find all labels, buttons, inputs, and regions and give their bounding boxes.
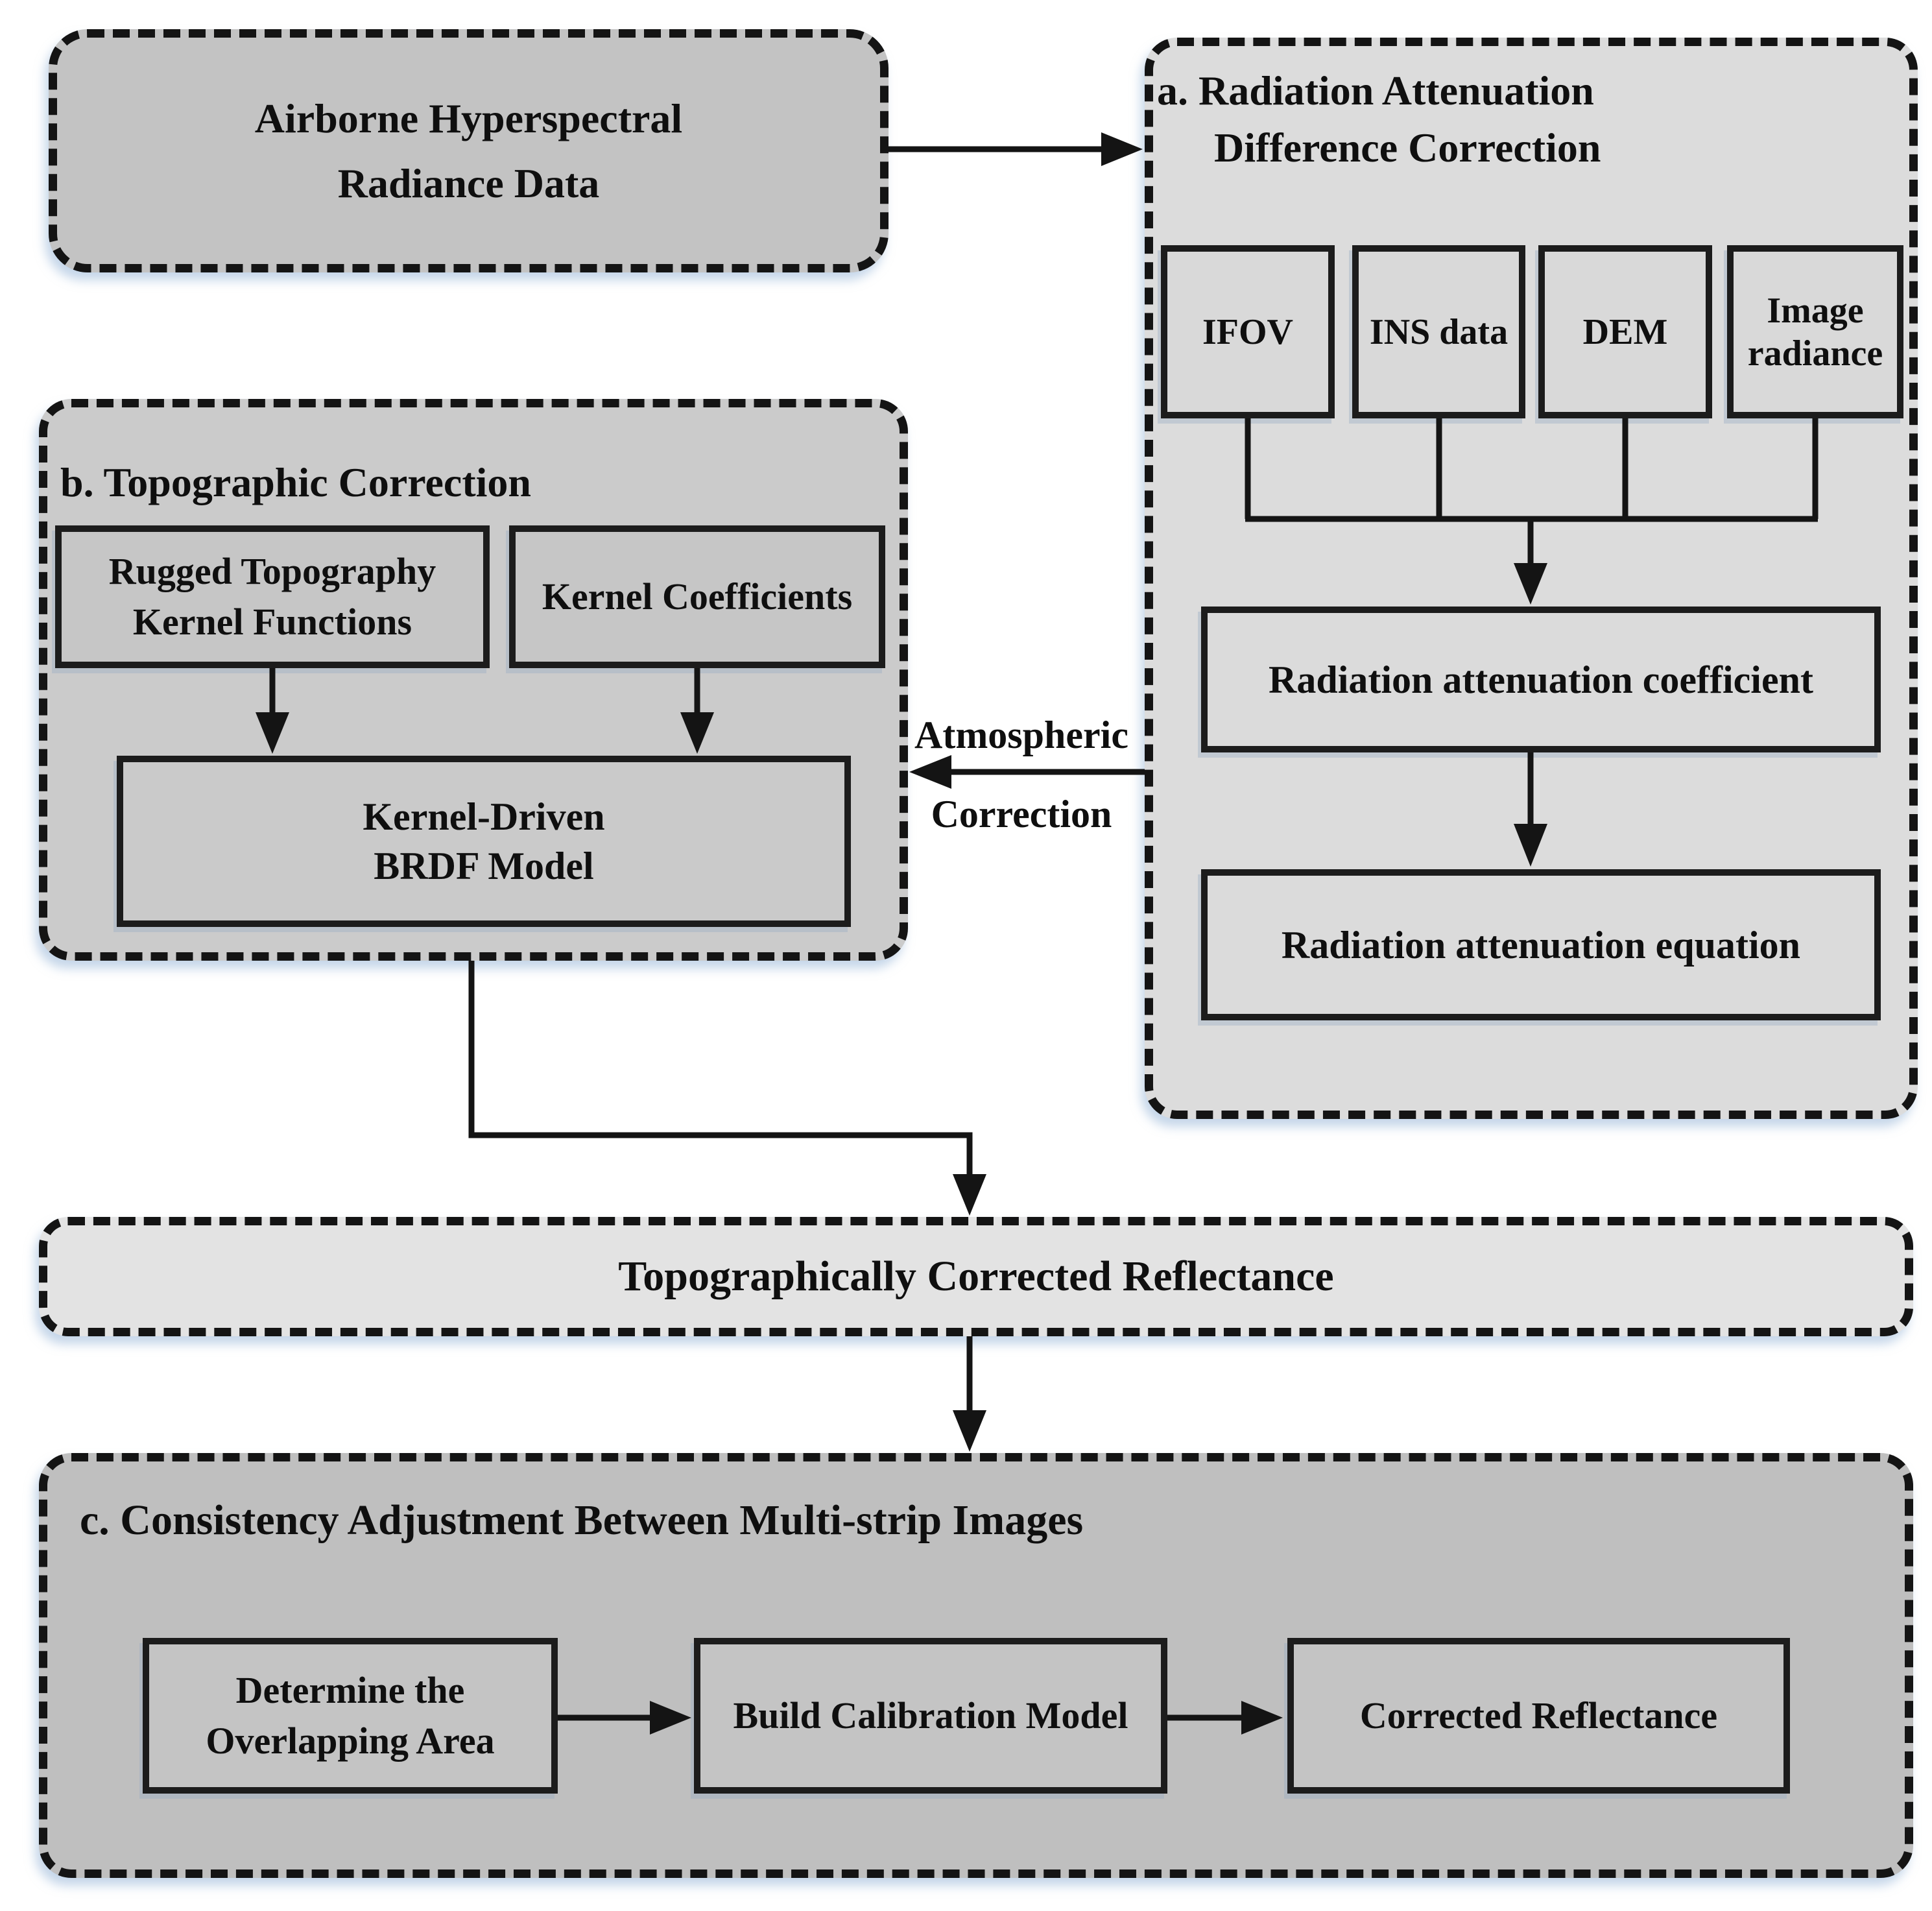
node-dem-label: DEM: [1582, 311, 1668, 352]
node-rugged-label-line2: Kernel Functions: [132, 601, 412, 643]
node-ins-data-label: INS data: [1369, 311, 1509, 352]
section-a-title-line1: a. Radiation Attenuation: [1157, 67, 1594, 114]
node-kernel-driven-brdf-model: Kernel-Driven BRDF Model: [117, 756, 851, 927]
node-brdf-label-line1: Kernel-Driven: [363, 795, 605, 838]
node-ifov-label: IFOV: [1202, 311, 1293, 352]
node-radiation-attenuation-equation: Radiation attenuation equation: [1201, 869, 1881, 1020]
node-dem: DEM: [1538, 245, 1712, 418]
node-kernel-coefficients-label: Kernel Coefficients: [542, 575, 853, 618]
node-radiation-attenuation-equation-label: Radiation attenuation equation: [1281, 923, 1801, 967]
node-corrected-reflectance-label: Corrected Reflectance: [1359, 1694, 1718, 1737]
node-rugged-topography-kernel-functions: Rugged Topography Kernel Functions: [55, 525, 490, 668]
section-a-title: a. Radiation Attenuation Difference Corr…: [1157, 62, 1601, 176]
node-image-radiance-label: Image radiance: [1747, 290, 1883, 374]
node-radiation-attenuation-coefficient-label: Radiation attenuation coefficient: [1269, 658, 1813, 701]
node-ins-data: INS data: [1352, 245, 1525, 418]
node-airborne-label-line2: Radiance Data: [337, 160, 600, 206]
node-topo-corrected-reflectance-label: Topographically Corrected Reflectance: [618, 1253, 1334, 1300]
section-c-consistency-adjustment: c. Consistency Adjustment Between Multi-…: [39, 1453, 1913, 1878]
node-determine-label-line2: Overlapping Area: [206, 1720, 495, 1762]
node-build-calibration-model: Build Calibration Model: [694, 1638, 1167, 1794]
arrow-airborne-to-section-a: [888, 132, 1143, 166]
arrow-bar-to-section-c: [953, 1336, 986, 1452]
section-b-title: b. Topographic Correction: [60, 459, 531, 505]
section-b-topographic-correction: b. Topographic Correction Rugged Topogra…: [39, 399, 908, 961]
connector-brdf-to-bar: [468, 961, 986, 1216]
section-a-radiation-attenuation-difference-correction: a. Radiation Attenuation Difference Corr…: [1145, 38, 1918, 1119]
node-topographically-corrected-reflectance: Topographically Corrected Reflectance: [39, 1217, 1913, 1336]
node-airborne-hyperspectral-radiance-data: Airborne Hyperspectral Radiance Data: [49, 29, 888, 272]
node-determine-label-line1: Determine the: [235, 1669, 465, 1711]
node-kernel-coefficients: Kernel Coefficients: [509, 525, 885, 668]
node-ifov: IFOV: [1161, 245, 1335, 418]
node-airborne-label-line1: Airborne Hyperspectral: [254, 95, 683, 141]
node-determine-overlapping-area: Determine the Overlapping Area: [143, 1638, 558, 1794]
node-image-radiance: Image radiance: [1727, 245, 1903, 418]
node-corrected-reflectance: Corrected Reflectance: [1287, 1638, 1790, 1794]
edge-label-correction: Correction: [931, 793, 1112, 835]
node-build-calibration-model-label: Build Calibration Model: [733, 1694, 1128, 1737]
edge-label-atmospheric: Atmospheric: [914, 714, 1128, 756]
section-a-title-line2: Difference Correction: [1214, 125, 1601, 171]
section-c-title: c. Consistency Adjustment Between Multi-…: [80, 1496, 1084, 1544]
arrow-atmospheric-correction: [909, 755, 1145, 789]
node-rugged-label-line1: Rugged Topography: [108, 550, 436, 592]
node-radiation-attenuation-coefficient: Radiation attenuation coefficient: [1201, 607, 1881, 752]
node-brdf-label-line2: BRDF Model: [374, 845, 594, 887]
